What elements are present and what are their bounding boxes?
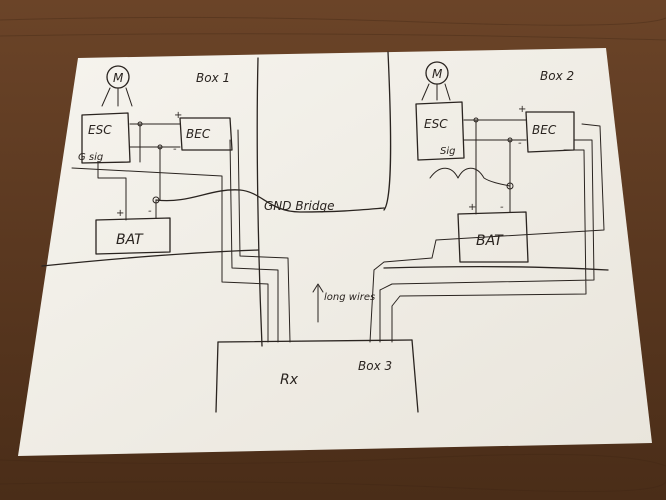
bat1-plus: + (116, 208, 124, 219)
gnd-bridge-label: GND Bridge (264, 199, 334, 213)
long-wires-label-line1: long wires (324, 292, 375, 303)
esc2-pin-label: Sig (440, 146, 455, 157)
esc2-box (415, 101, 465, 161)
bat1-label: BAT (116, 232, 144, 248)
bec2-minus: - (518, 138, 522, 149)
box1-junction-a (137, 121, 143, 127)
box2-bundle-wires (369, 123, 605, 343)
box2-junction-b (507, 137, 513, 143)
box2-power-wires (463, 119, 527, 213)
bat2-label: BAT (476, 233, 504, 249)
motor2-symbol: M (432, 67, 443, 81)
bec1-plus: + (174, 110, 182, 121)
box1-power-wires (129, 123, 181, 201)
box3-label: Box 3 (358, 359, 392, 373)
gnd-bridge-wire (155, 189, 385, 213)
motor2-leads (421, 83, 451, 101)
rx-label: Rx (280, 372, 299, 388)
esc1-label: ESC (88, 123, 112, 137)
box2-junction-a (473, 117, 479, 123)
bat2-plus: + (468, 202, 476, 213)
box1-bundle-wires (71, 129, 291, 343)
box1-label: Box 1 (196, 71, 230, 85)
box2-label: Box 2 (540, 69, 574, 83)
bat1-box (95, 217, 171, 255)
motor1-symbol: M (113, 71, 124, 85)
bec1-minus: - (173, 144, 177, 155)
bat2-minus: - (500, 202, 504, 213)
bat1-minus: - (148, 206, 152, 217)
rx-box-left (215, 341, 219, 413)
esc2-label: ESC (424, 117, 448, 131)
box2-divider (383, 51, 392, 211)
bec1-label: BEC (186, 127, 211, 141)
box1-floor (41, 249, 259, 267)
wood-grain (0, 16, 666, 493)
bat2-box (457, 211, 529, 263)
bec1-box (179, 117, 233, 151)
box1-junction-b (157, 144, 163, 150)
bat2-leads (475, 185, 511, 215)
box2-floor (383, 266, 609, 271)
rx-box-right (411, 339, 419, 413)
rx-box-top (217, 339, 413, 343)
bec2-plus: + (518, 104, 526, 115)
esc1-box (81, 112, 131, 164)
paper-sheet (18, 48, 652, 456)
esc1-pin-label: G sig (78, 152, 103, 163)
motor1-leads (101, 87, 133, 107)
bec2-label: BEC (532, 123, 557, 137)
long-wires-arrow (312, 283, 324, 323)
box2-hop-wire (429, 167, 511, 187)
